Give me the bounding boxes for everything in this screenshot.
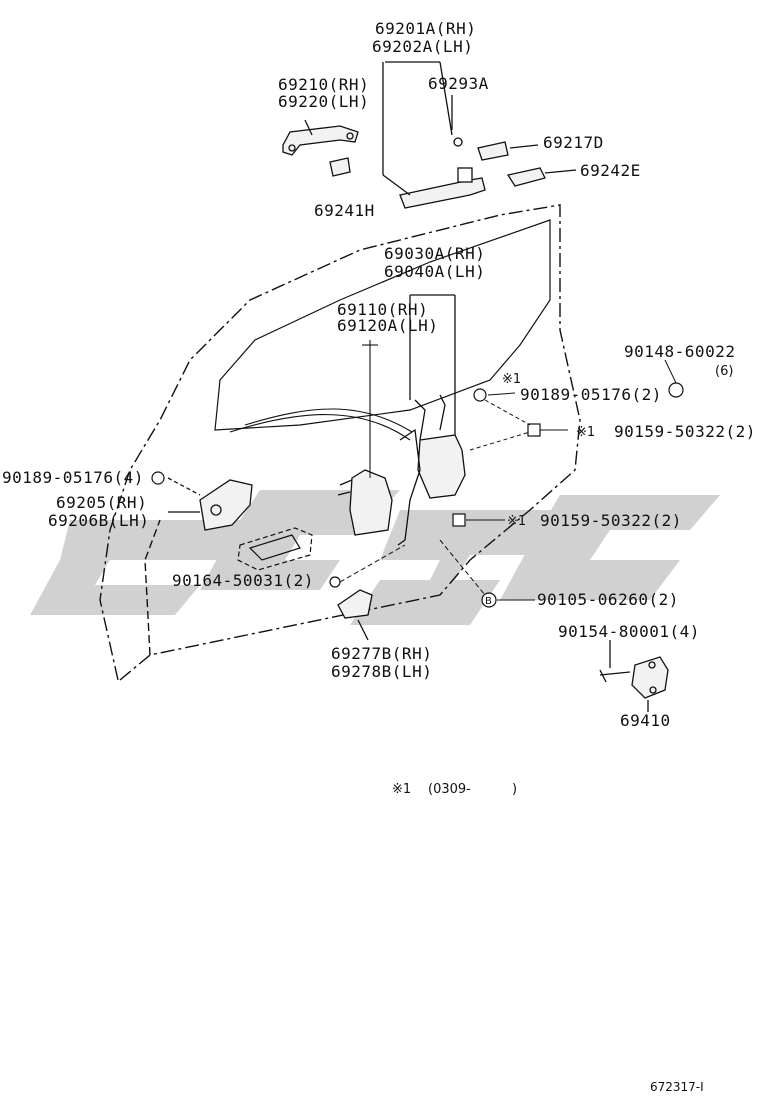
label-69201A: 69201A(RH): [375, 19, 477, 38]
mark-b: B: [485, 596, 492, 607]
footnote-range: (0309-: [428, 782, 471, 797]
label-69293A: 69293A: [428, 74, 489, 93]
label-69278B: 69278B(LH): [331, 662, 433, 681]
remote-control-69110: [337, 469, 393, 536]
pad-69217D: [477, 141, 539, 161]
mark-1-b: ※1: [576, 425, 596, 440]
label-69110: 69110(RH): [337, 300, 429, 319]
outside-handle-69210: [282, 119, 359, 177]
label-69030A: 69030A(RH): [384, 244, 486, 263]
watermark-logo: [30, 490, 720, 625]
inside-handle-69205: [167, 477, 253, 531]
lock-assembly-69030A: [397, 294, 466, 546]
label-69220: 69220(LH): [278, 92, 370, 111]
label-90189-05176-a: 90189-05176(2): [520, 385, 662, 404]
label-69410: 69410: [620, 711, 671, 730]
mark-1-a: ※1: [502, 372, 522, 387]
label-69277B: 69277B(RH): [331, 644, 433, 663]
label-90105-06260: 90105-06260(2): [537, 590, 679, 609]
label-69242E: 69242E: [580, 161, 641, 180]
label-69210: 69210(RH): [278, 75, 370, 94]
label-90154-80001: 90154-80001(4): [558, 622, 700, 641]
label-69206B: 69206B(LH): [48, 511, 150, 530]
label-69205: 69205(RH): [56, 493, 148, 512]
striker-69410: [599, 640, 669, 712]
label-90189-05176-b: 90189-05176(4): [2, 468, 144, 487]
outside-frame-69201A: [382, 61, 486, 209]
footnote-mark: ※1: [392, 782, 412, 797]
label-69120A: 69120A(LH): [337, 316, 439, 335]
handle-bezel-ghost: [237, 527, 313, 571]
label-90148-60022: 90148-60022: [624, 342, 736, 361]
lever-69277B: [337, 589, 373, 641]
label-90148-qty: (6): [715, 364, 734, 379]
label-69040A: 69040A(LH): [384, 262, 486, 281]
door-outline: [99, 204, 581, 681]
control-cables: [229, 340, 413, 470]
label-69217D: 69217D: [543, 133, 604, 152]
leader-lines: [339, 359, 677, 601]
label-69202A: 69202A(LH): [372, 37, 474, 56]
label-69241H: 69241H: [314, 201, 375, 220]
pad-69242E: [506, 167, 577, 187]
mark-1-c: ※1: [507, 514, 527, 529]
label-90159-50322-b: 90159-50322(2): [540, 511, 682, 530]
screws: [151, 382, 684, 608]
label-90159-50322-a: 90159-50322(2): [614, 422, 756, 441]
label-90164-50031: 90164-50031(2): [172, 571, 314, 590]
footnote-close: ): [512, 782, 518, 797]
diagram-code: 672317-Ⅰ: [650, 1080, 704, 1094]
